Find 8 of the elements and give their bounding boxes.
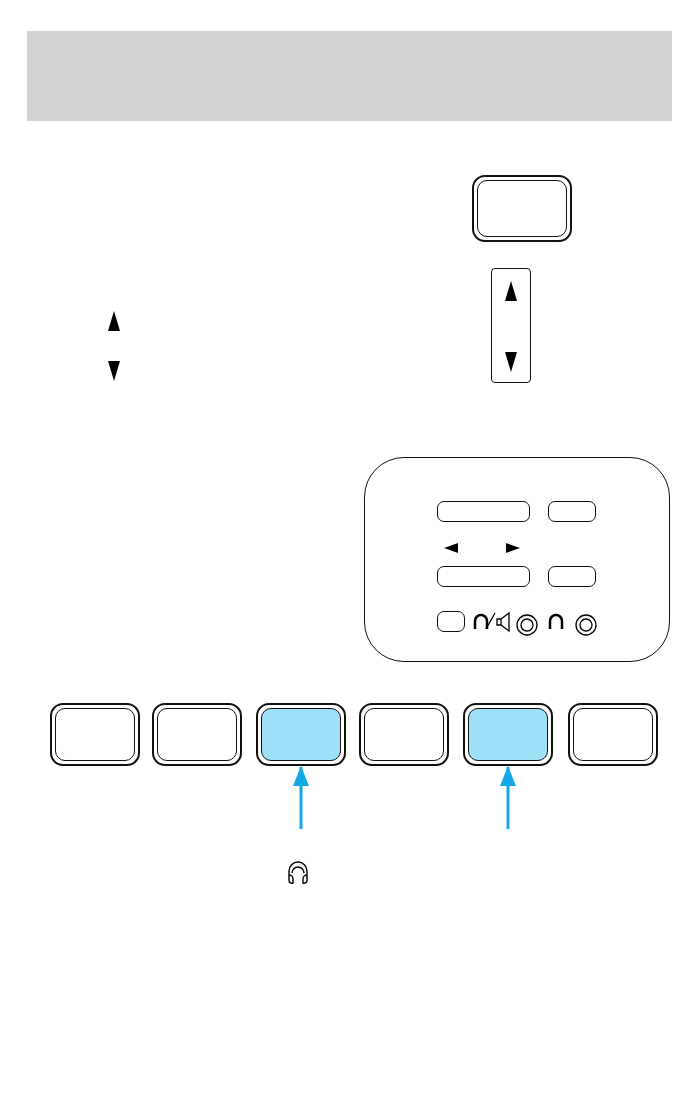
arrow [293,766,309,829]
key-button [568,703,658,766]
key-button [359,703,449,766]
key-button [463,703,553,766]
key-button [50,703,140,766]
key-button [256,703,346,766]
key-button [152,703,242,766]
arrow [500,766,516,829]
